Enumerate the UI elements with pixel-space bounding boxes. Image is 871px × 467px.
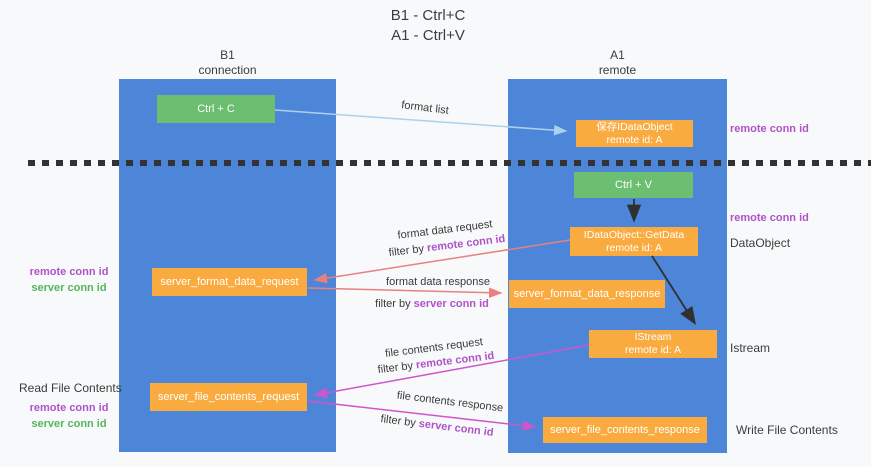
read-file-contents-label: Read File Contents — [19, 381, 122, 395]
diagram-title: B1 - Ctrl+C A1 - Ctrl+V — [128, 6, 728, 46]
write-file-contents-label: Write File Contents — [736, 423, 838, 437]
left-conn-id-group-2: remote conn id server conn id — [19, 400, 119, 432]
server-format-data-response-box: server_format_data_response — [509, 280, 665, 308]
right-remote-conn-id-label-top: remote conn id — [730, 123, 809, 135]
lane-a1-name: A1 — [610, 48, 625, 62]
lane-a1-role: remote — [598, 63, 637, 77]
server-file-contents-response-label: server_file_contents_response — [550, 423, 700, 436]
server-conn-id-text: server conn id — [413, 298, 489, 310]
left-conn-id-group-1: remote conn id server conn id — [19, 264, 119, 296]
server-format-data-request-box: server_format_data_request — [152, 268, 307, 296]
save-idataobject-box: 保存IDataObject remote id: A — [576, 120, 693, 147]
lane-b1-role: connection — [198, 63, 257, 77]
save-idataobject-line1: 保存IDataObject — [596, 120, 673, 133]
filter-by-text: filter by — [375, 298, 414, 310]
left-server-conn-id-label-2: server conn id — [31, 418, 107, 430]
filter-by-server-conn-id-label-1: filter by server conn id — [375, 298, 489, 310]
server-conn-id-text: server conn id — [418, 417, 495, 439]
filter-by-text: filter by — [379, 413, 420, 430]
ctrl-v-label: Ctrl + V — [615, 178, 652, 191]
dataobject-label: DataObject — [730, 236, 791, 250]
getdata-line2: remote id: A — [605, 241, 663, 254]
lane-header-b1: B1 connection — [119, 48, 336, 78]
right-remote-conn-id-label-mid: remote conn id — [730, 212, 809, 224]
server-format-data-request-label: server_format_data_request — [160, 275, 299, 288]
file-contents-response-label: file contents response — [396, 389, 504, 415]
lane-header-a1: A1 remote — [508, 48, 727, 78]
idataobject-getdata-box: IDataObject::GetData remote id: A — [570, 227, 698, 256]
getdata-line1: IDataObject::GetData — [583, 228, 685, 241]
ctrl-v-box: Ctrl + V — [574, 172, 693, 198]
ctrl-c-box: Ctrl + C — [157, 95, 275, 123]
left-remote-conn-id-label-2: remote conn id — [29, 402, 109, 414]
title-line-2: A1 - Ctrl+V — [391, 27, 465, 44]
format-data-response-label: format data response — [386, 276, 490, 288]
save-idataobject-line2: remote id: A — [606, 133, 663, 146]
filter-by-text: filter by — [377, 359, 417, 377]
server-file-contents-request-label: server_file_contents_request — [157, 390, 300, 403]
ctrl-c-label: Ctrl + C — [197, 102, 235, 115]
format-list-label: format list — [400, 99, 450, 117]
filter-by-server-conn-id-label-2: filter by server conn id — [380, 413, 494, 439]
lane-b1-name: B1 — [220, 48, 235, 62]
left-remote-conn-id-label-1: remote conn id — [29, 266, 109, 278]
session-divider-dashed-line — [28, 160, 871, 166]
left-server-conn-id-label-1: server conn id — [31, 282, 107, 294]
istream-side-label: Istream — [730, 341, 771, 355]
istream-line2: remote id: A — [624, 344, 682, 356]
server-file-contents-request-box: server_file_contents_request — [150, 383, 307, 411]
istream-box: IStream remote id: A — [589, 330, 717, 358]
filter-by-text: filter by — [388, 242, 428, 260]
istream-line1: IStream — [634, 331, 672, 343]
format-data-response-arrow — [307, 287, 503, 298]
title-line-1: B1 - Ctrl+C — [390, 7, 466, 24]
server-format-data-response-label: server_format_data_response — [513, 287, 661, 300]
server-file-contents-response-box: server_file_contents_response — [543, 417, 707, 443]
